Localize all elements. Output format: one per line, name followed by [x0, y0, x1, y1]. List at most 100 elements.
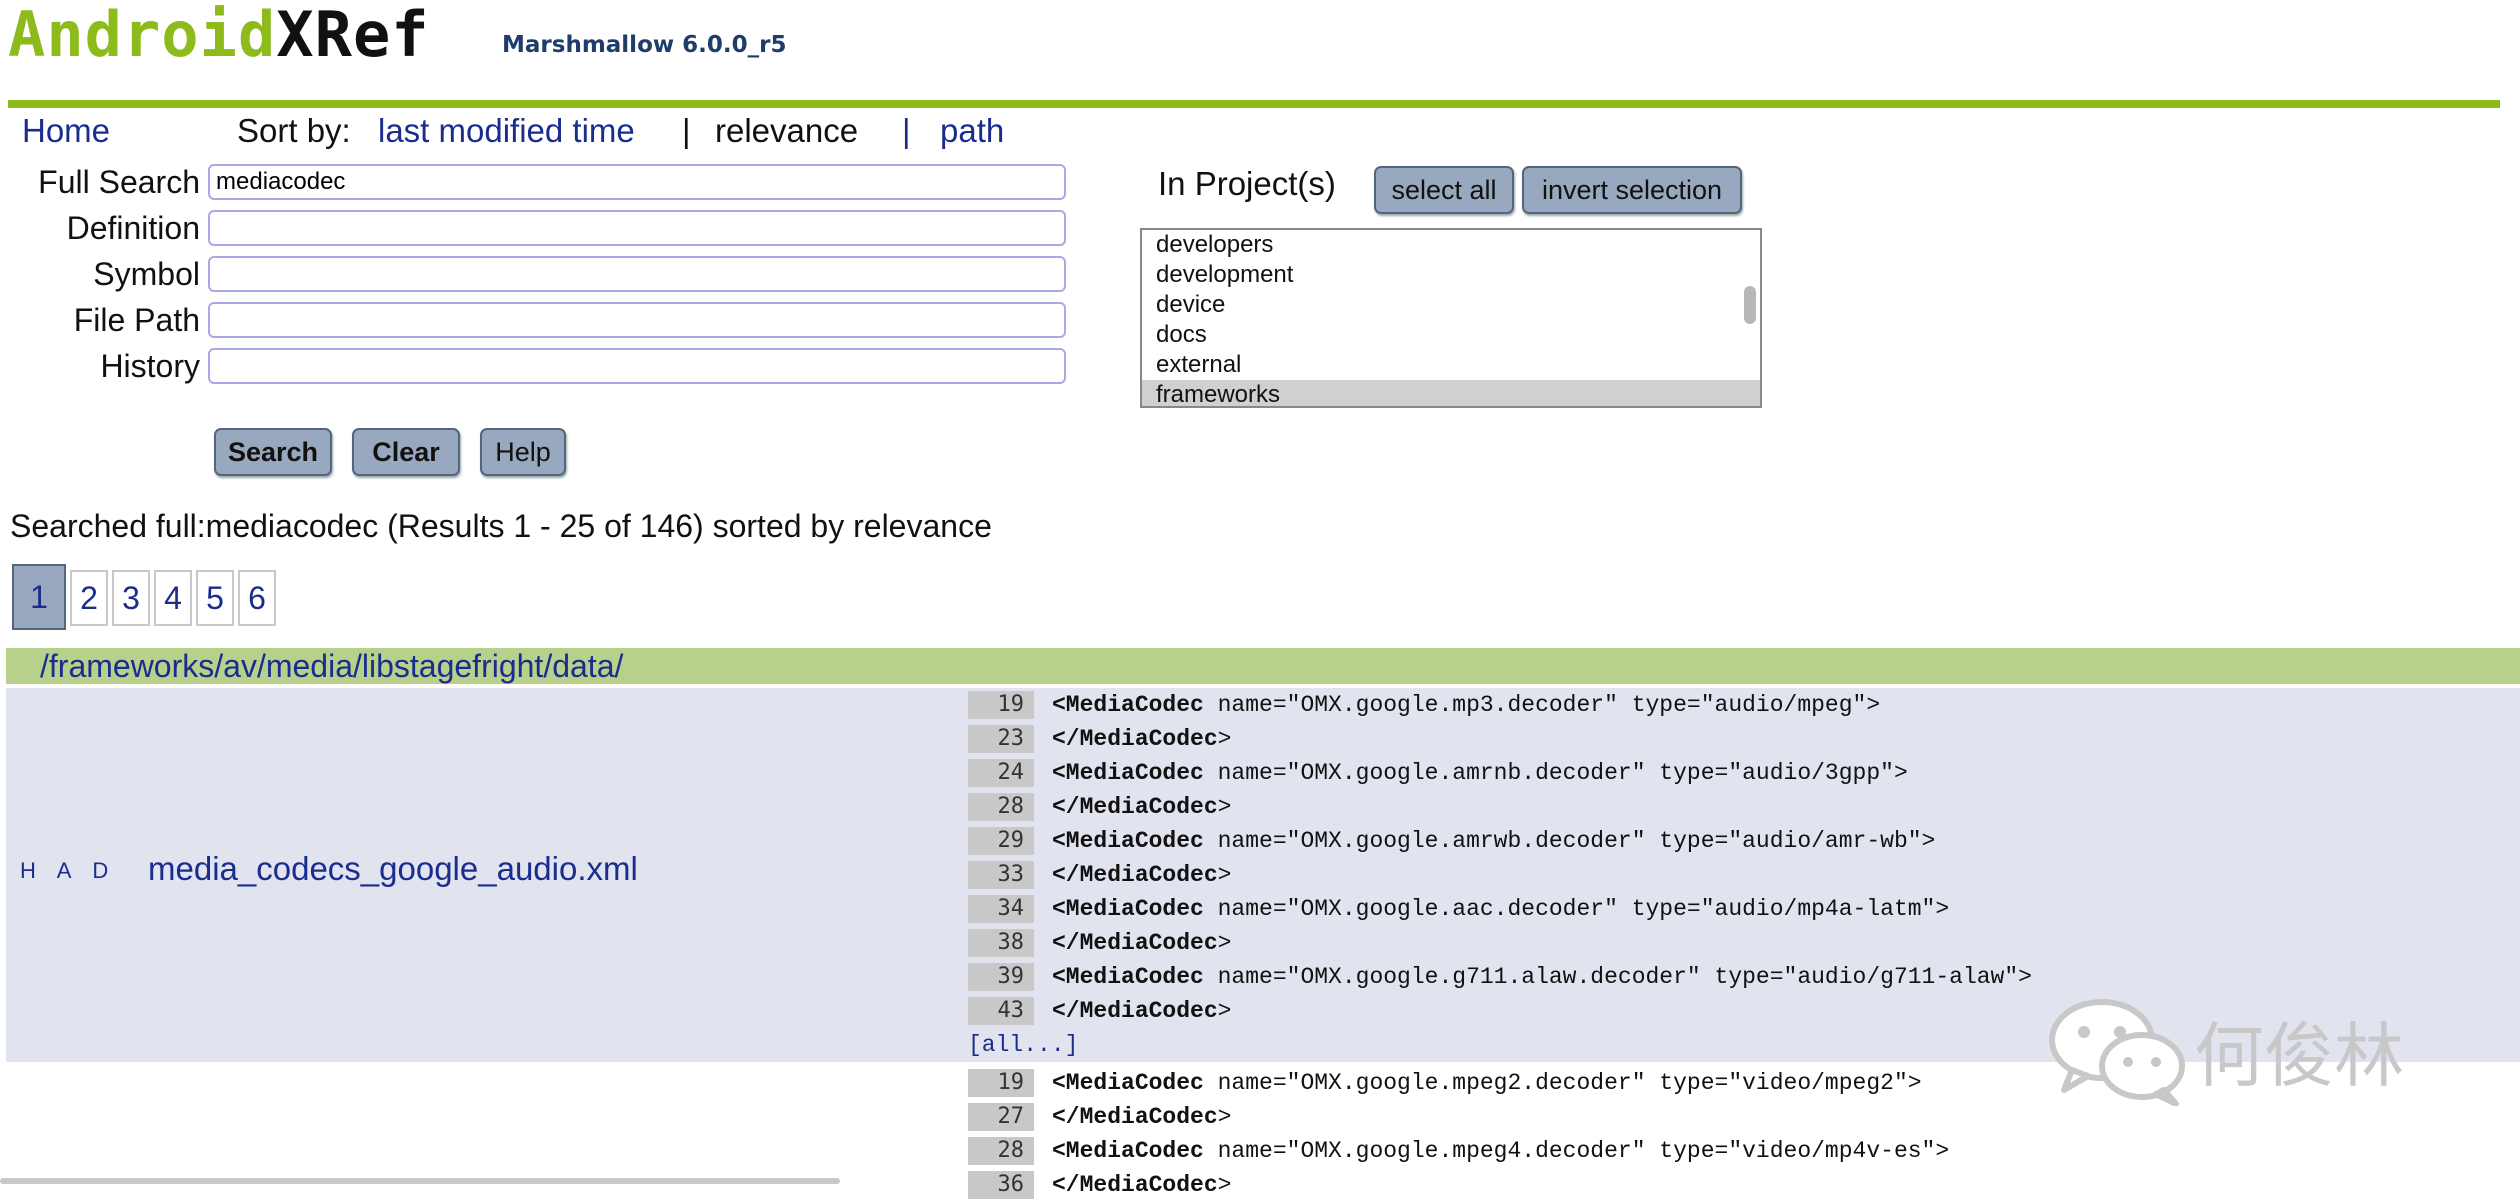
history-input[interactable]: [208, 348, 1066, 384]
line-number-link[interactable]: 23: [968, 725, 1034, 753]
result-code-snippet: 19 <MediaCodec name="OMX.google.mpeg2.dec…: [962, 1066, 2502, 1202]
project-option[interactable]: external: [1156, 351, 1242, 378]
page-4-link[interactable]: 4: [154, 570, 192, 626]
horizontal-scrollbar[interactable]: [0, 1178, 840, 1184]
definition-row: Definition: [0, 206, 1080, 252]
nav-separator: |: [682, 112, 691, 149]
home-link[interactable]: Home: [22, 112, 111, 149]
line-number-link[interactable]: 19: [968, 691, 1034, 719]
code-text[interactable]: <MediaCodec name="OMX.google.mpeg2.decod…: [1052, 1070, 1922, 1096]
directory-header: /frameworks/av/media/libstagefright/data…: [6, 648, 2520, 684]
code-line: 19 <MediaCodec name="OMX.google.mpeg2.dec…: [962, 1066, 2502, 1100]
line-number-link[interactable]: 28: [968, 1137, 1034, 1165]
file-path-row: File Path: [0, 298, 1080, 344]
code-line: 28 </MediaCodec>: [962, 790, 2502, 824]
symbol-row: Symbol: [0, 252, 1080, 298]
line-number-link[interactable]: 33: [968, 861, 1034, 889]
project-option[interactable]: device: [1156, 291, 1226, 318]
code-line: 39 <MediaCodec name="OMX.google.g711.alaw…: [962, 960, 2502, 994]
code-text[interactable]: </MediaCodec>: [1052, 998, 1232, 1024]
in-projects-label: In Project(s): [1158, 165, 1336, 202]
sort-by-label: Sort by:: [237, 112, 351, 149]
code-text[interactable]: <MediaCodec name="OMX.google.amrnb.decod…: [1052, 760, 1908, 786]
androidxref-logo[interactable]: AndroidXRef: [8, 2, 430, 68]
code-line: 34 <MediaCodec name="OMX.google.aac.decod…: [962, 892, 2502, 926]
code-text[interactable]: </MediaCodec>: [1052, 1172, 1232, 1198]
history-annotate-download-links[interactable]: H A D: [20, 858, 117, 883]
code-text[interactable]: <MediaCodec name="OMX.google.g711.alaw.d…: [1052, 964, 2032, 990]
sort-path-link[interactable]: path: [940, 112, 1005, 149]
clear-button[interactable]: Clear: [352, 428, 460, 476]
results-summary: Searched full:mediacodec (Results 1 - 25…: [10, 508, 992, 544]
project-option[interactable]: developers: [1156, 231, 1274, 258]
line-number-link[interactable]: 39: [968, 963, 1034, 991]
line-number-link[interactable]: 27: [968, 1103, 1034, 1131]
code-line: 33 </MediaCodec>: [962, 858, 2502, 892]
show-all-link[interactable]: [all...]: [968, 1032, 1079, 1058]
line-number-link[interactable]: 43: [968, 997, 1034, 1025]
page-2-link[interactable]: 2: [70, 570, 108, 626]
header-divider: [8, 100, 2500, 108]
line-number-link[interactable]: 24: [968, 759, 1034, 787]
wechat-icon: [2049, 999, 2185, 1107]
symbol-label: Symbol: [93, 256, 200, 292]
definition-input[interactable]: [208, 210, 1066, 246]
page-5-link[interactable]: 5: [196, 570, 234, 626]
code-text[interactable]: <MediaCodec name="OMX.google.aac.decoder…: [1052, 896, 1950, 922]
line-number-link[interactable]: 19: [968, 1069, 1034, 1097]
page-6-link[interactable]: 6: [238, 570, 276, 626]
file-path-input[interactable]: [208, 302, 1066, 338]
code-line: 29 <MediaCodec name="OMX.google.amrwb.dec…: [962, 824, 2502, 858]
watermark-text: 何俊林: [2194, 1015, 2404, 1097]
code-text[interactable]: </MediaCodec>: [1052, 726, 1232, 752]
code-text[interactable]: <MediaCodec name="OMX.google.mpeg4.decod…: [1052, 1138, 1950, 1164]
search-button[interactable]: Search: [214, 428, 332, 476]
logo-xref-text: XRef: [276, 0, 430, 71]
help-button[interactable]: Help: [480, 428, 566, 476]
directory-path-link[interactable]: /frameworks/av/media/libstagefright/data…: [40, 648, 624, 684]
page-3-link[interactable]: 3: [112, 570, 150, 626]
sort-relevance-current: relevance: [715, 112, 859, 149]
code-line: 27 </MediaCodec>: [962, 1100, 2502, 1134]
logo-android-text: Android: [8, 0, 277, 71]
history-label: History: [100, 348, 200, 384]
code-line: 38 </MediaCodec>: [962, 926, 2502, 960]
project-listbox[interactable]: developers development device docs exter…: [1140, 228, 1762, 408]
project-list-scrollbar[interactable]: [1744, 286, 1756, 324]
header: AndroidXRef Marshmallow 6.0.0_r5: [0, 0, 2520, 110]
full-search-input[interactable]: [208, 164, 1066, 200]
code-line: 19 <MediaCodec name="OMX.google.mp3.decod…: [962, 688, 2502, 722]
file-path-label: File Path: [73, 302, 200, 338]
project-option[interactable]: development: [1156, 261, 1294, 288]
nav-separator: |: [902, 112, 911, 149]
line-number-link[interactable]: 38: [968, 929, 1034, 957]
page-1-current: 1: [12, 564, 66, 630]
watermark: 何俊林: [2044, 996, 2444, 1107]
invert-selection-button[interactable]: invert selection: [1522, 166, 1742, 214]
code-text[interactable]: </MediaCodec>: [1052, 794, 1232, 820]
select-all-button[interactable]: select all: [1374, 166, 1514, 214]
project-option-selected[interactable]: frameworks: [1142, 380, 1760, 406]
code-line: 24 <MediaCodec name="OMX.google.amrnb.dec…: [962, 756, 2502, 790]
line-number-link[interactable]: 34: [968, 895, 1034, 923]
history-row: History: [0, 344, 1080, 390]
full-search-row: Full Search: [0, 160, 1080, 206]
line-number-link[interactable]: 28: [968, 793, 1034, 821]
code-text[interactable]: <MediaCodec name="OMX.google.mp3.decoder…: [1052, 692, 1881, 718]
code-text[interactable]: </MediaCodec>: [1052, 1104, 1232, 1130]
definition-label: Definition: [66, 210, 200, 246]
code-text[interactable]: </MediaCodec>: [1052, 862, 1232, 888]
project-option[interactable]: docs: [1156, 321, 1207, 348]
result-code-snippet: 19 <MediaCodec name="OMX.google.mp3.decod…: [962, 688, 2502, 1062]
code-text[interactable]: <MediaCodec name="OMX.google.amrwb.decod…: [1052, 828, 1936, 854]
version-label: Marshmallow 6.0.0_r5: [502, 32, 787, 58]
line-number-link[interactable]: 36: [968, 1171, 1034, 1199]
code-line: 36 </MediaCodec>: [962, 1168, 2502, 1202]
line-number-link[interactable]: 29: [968, 827, 1034, 855]
result-file-link[interactable]: media_codecs_google_audio.xml: [148, 850, 638, 887]
sort-last-modified-link[interactable]: last modified time: [378, 112, 635, 149]
code-text[interactable]: </MediaCodec>: [1052, 930, 1232, 956]
code-line: 23 </MediaCodec>: [962, 722, 2502, 756]
all-link-row: [all...]: [962, 1028, 2502, 1062]
symbol-input[interactable]: [208, 256, 1066, 292]
